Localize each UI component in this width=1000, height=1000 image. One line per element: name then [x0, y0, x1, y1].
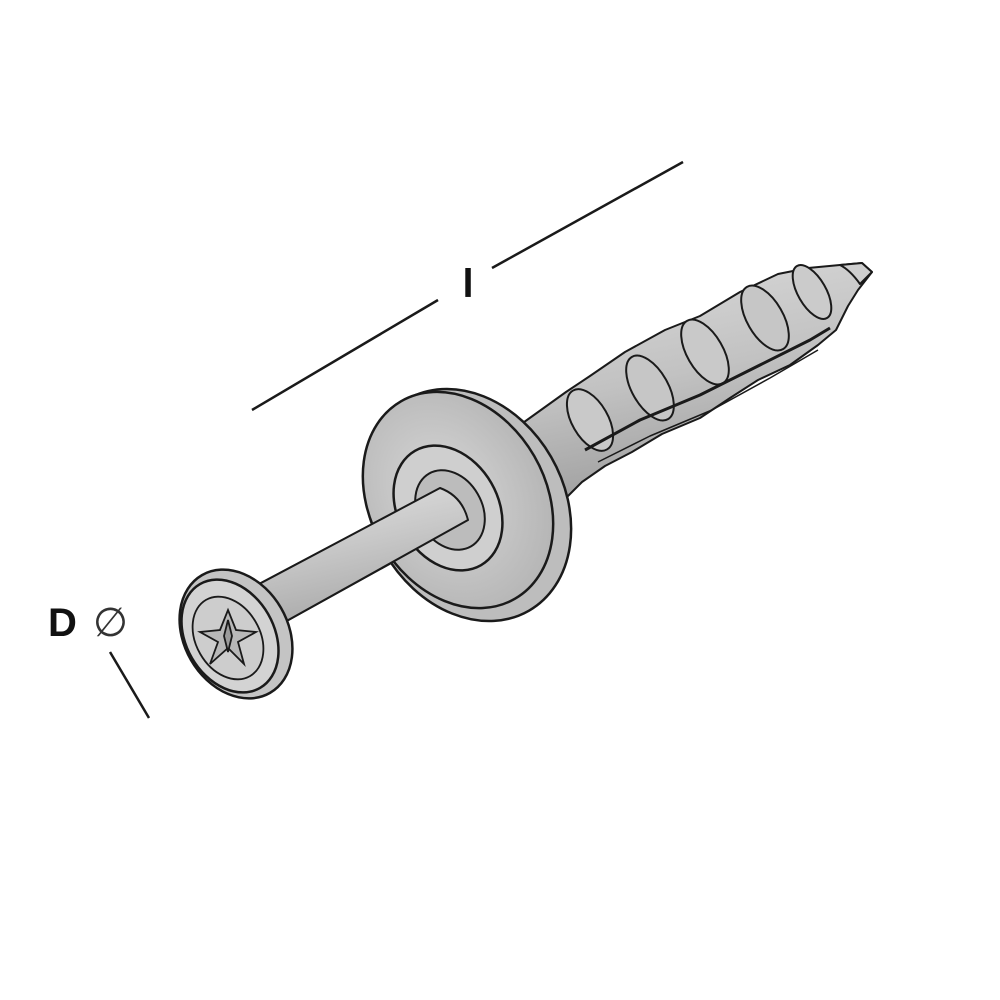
anchor-slot — [584, 326, 831, 452]
anchor-rib — [625, 354, 675, 422]
nail-shaft-front — [243, 487, 469, 629]
length-line-lower — [251, 298, 439, 412]
length-line-upper — [491, 160, 684, 270]
anchor-rib — [565, 388, 615, 452]
diameter-label: D — [48, 601, 77, 645]
anchor-rib — [740, 284, 790, 352]
anchor-slot — [597, 349, 819, 463]
anchor-sleeve — [519, 262, 873, 501]
nail-head — [178, 568, 294, 700]
diameter-leader-line — [108, 651, 151, 719]
length-dimension: l — [251, 160, 684, 412]
diameter-dimension: D ∅ — [48, 600, 151, 719]
anchor-rib — [791, 264, 833, 320]
pozidriv-recess-icon — [197, 607, 259, 668]
length-label: l — [462, 262, 473, 306]
anchor-tip — [839, 262, 873, 285]
diameter-symbol: ∅ — [93, 600, 128, 646]
